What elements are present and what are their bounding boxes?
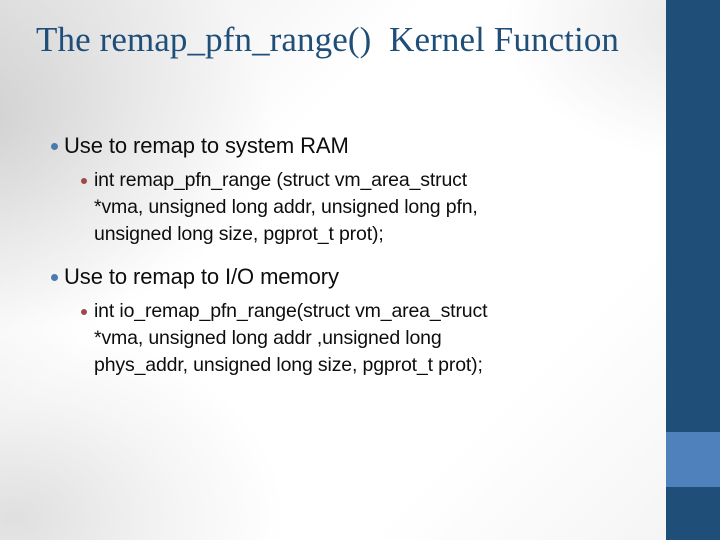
code-line: int io_remap_pfn_range(struct vm_area_st… [94,300,488,322]
slide-body: Use to remap to system RAM int remap_pfn… [36,131,640,379]
code-line: *vma, unsigned long addr ,unsigned long [94,327,442,349]
bullet-level1-label: Use to remap to system RAM [64,133,349,158]
code-line: phys_addr, unsigned long size, pgprot_t … [94,354,483,376]
bullet-dot-icon [81,178,87,184]
content-block: Use to remap to I/O memory int io_remap_… [36,262,640,379]
bullet-dot-icon [51,143,58,150]
code-line: unsigned long size, pgprot_t prot); [94,223,384,245]
bullet-level2: int io_remap_pfn_range(struct vm_area_st… [36,298,640,379]
bullet-dot-icon [81,309,87,315]
bullet-dot-icon [51,274,58,281]
bullet-level1-label: Use to remap to I/O memory [64,264,339,289]
sidebar-accent-highlight [666,432,720,487]
code-line: int remap_pfn_range (struct vm_area_stru… [94,169,468,191]
bullet-level1: Use to remap to I/O memory [36,262,640,292]
content-block: Use to remap to system RAM int remap_pfn… [36,131,640,248]
sidebar-accent-bottom [666,487,720,540]
bullet-level2: int remap_pfn_range (struct vm_area_stru… [36,167,640,248]
sidebar-accent-top [666,0,720,432]
code-line: *vma, unsigned long addr, unsigned long … [94,196,478,218]
bullet-level1: Use to remap to system RAM [36,131,640,161]
slide-title: The remap_pfn_range() Kernel Function [36,20,620,59]
